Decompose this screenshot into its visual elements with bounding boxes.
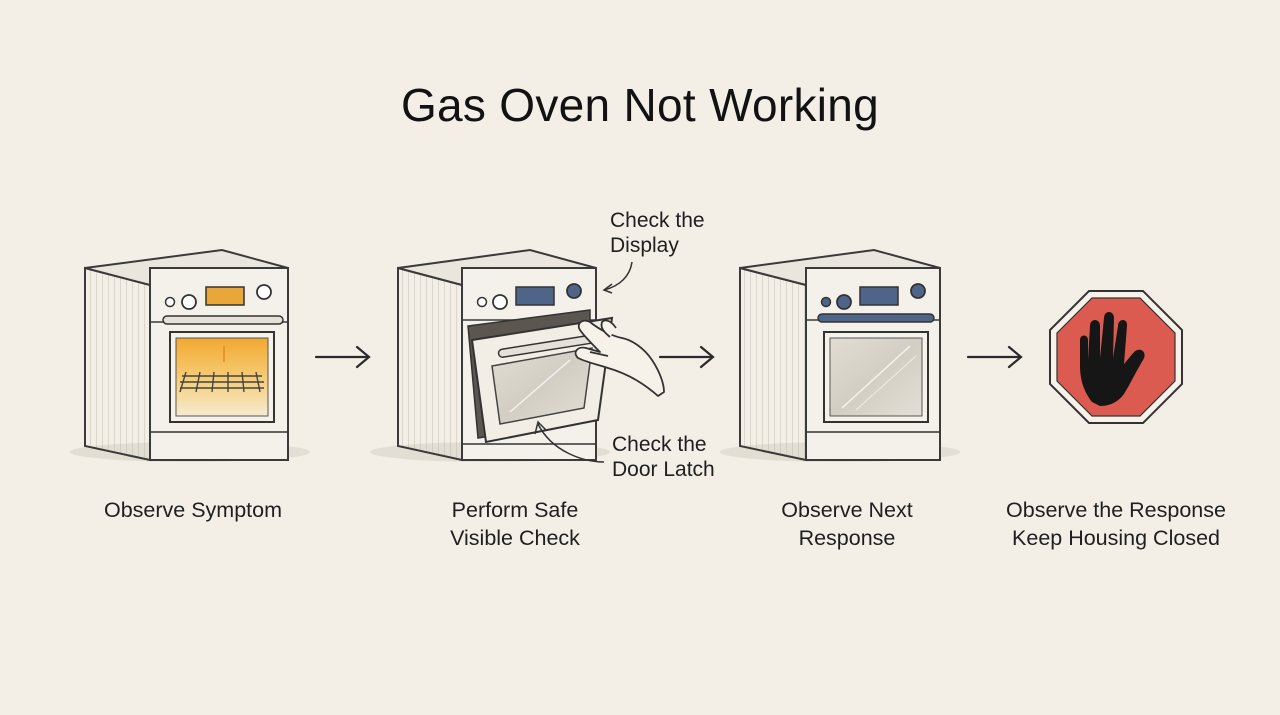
oven-icon: [720, 248, 960, 462]
callout-line: Display: [610, 234, 679, 257]
step-label-line: Keep Housing Closed: [1012, 526, 1220, 550]
step-label-line: Observe Symptom: [103, 498, 283, 522]
arrow-right-icon: [966, 345, 1023, 369]
step-label-line: Visible Check: [450, 526, 580, 550]
callout-leader-door-latch: [537, 423, 605, 463]
page-title: Gas Oven Not Working: [400, 79, 880, 131]
step-label-line: Perform Safe: [451, 498, 579, 522]
step-label-perform-safe-check: Perform Safe Visible Check: [392, 496, 638, 552]
stop-hand-icon: [1049, 290, 1183, 424]
oven-icon: [70, 248, 310, 462]
hand-icon: [574, 319, 665, 397]
step-label-observe-next-response: Observe Next Response: [724, 496, 970, 552]
callout-line: Check the: [612, 433, 707, 456]
step-label-observe-symptom: Observe Symptom: [70, 496, 316, 524]
step-label-line: Response: [798, 526, 896, 550]
callout-check-door-latch: Check the Door Latch: [612, 432, 715, 482]
callout-line: Door Latch: [612, 458, 715, 481]
step-label-keep-housing-closed: Observe the Response Keep Housing Closed: [978, 496, 1254, 552]
arrow-right-icon: [314, 345, 371, 369]
callout-leader-display: [603, 261, 633, 291]
step-label-line: Observe the Response: [1006, 498, 1226, 522]
callout-check-display: Check the Display: [610, 208, 705, 258]
arrow-right-icon: [658, 345, 715, 369]
callout-line: Check the: [610, 209, 705, 232]
step-label-line: Observe Next: [781, 498, 913, 522]
